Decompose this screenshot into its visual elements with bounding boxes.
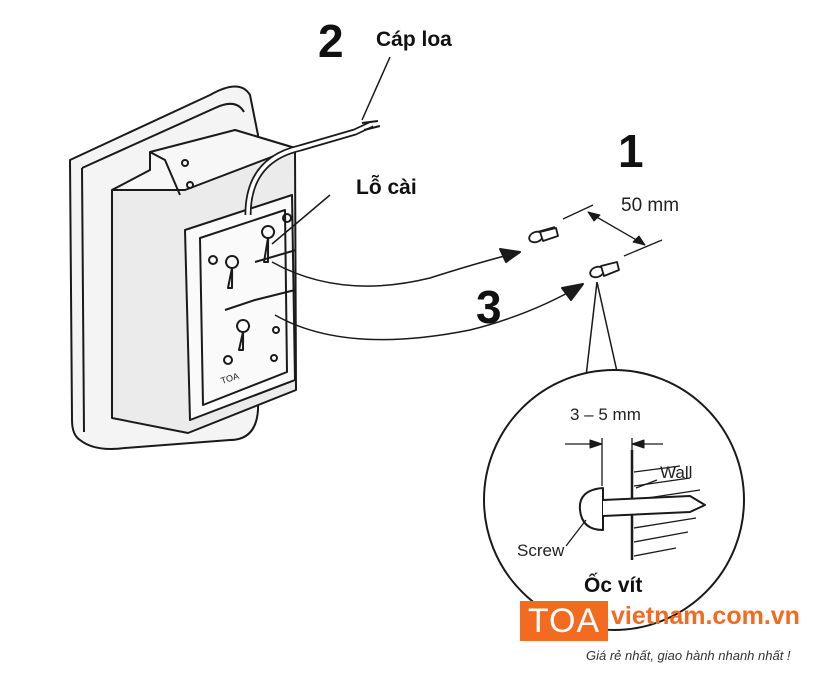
keyhole-leader [271, 194, 331, 245]
keyhole-upper [261, 225, 276, 263]
protrusion-label: 3 – 5 mm [570, 405, 641, 424]
wall-leader [635, 479, 658, 489]
speaker-body-top [111, 129, 296, 191]
keyhole-label: Lỗ cài [356, 176, 417, 199]
spacing-dim-line-upper [562, 204, 594, 220]
speaker-front-inner-edge [81, 102, 245, 169]
screw-upper [528, 226, 559, 244]
arrow-lower [274, 285, 581, 341]
step-3-number: 3 [476, 281, 502, 333]
screw-lower [589, 261, 620, 279]
toa-logo-site: vietnam.com.vn [611, 602, 800, 630]
screw-label: Screw [517, 541, 565, 560]
screw-vi-label: Ốc vít [584, 574, 643, 597]
cable-label: Cáp loa [376, 28, 452, 51]
spacing-label: 50 mm [621, 195, 680, 216]
toa-logo-box: TOA [520, 601, 608, 641]
detail-screw-shank [602, 495, 706, 517]
keyhole-middle [225, 255, 240, 289]
toa-logo-slogan: Giá rẻ nhất, giao hành nhanh nhất ! [586, 648, 791, 663]
cable-leader [361, 56, 391, 121]
spacing-dim-line-lower [623, 239, 663, 257]
detail-screw-head [578, 487, 604, 531]
arrow-upper [271, 251, 521, 287]
wall-label: Wall [660, 463, 693, 482]
screw-leader [565, 519, 587, 547]
detail-callout [584, 281, 621, 386]
step-1-number: 1 [618, 125, 644, 177]
step-2-number: 2 [318, 15, 344, 67]
keyhole-lower [236, 319, 251, 351]
